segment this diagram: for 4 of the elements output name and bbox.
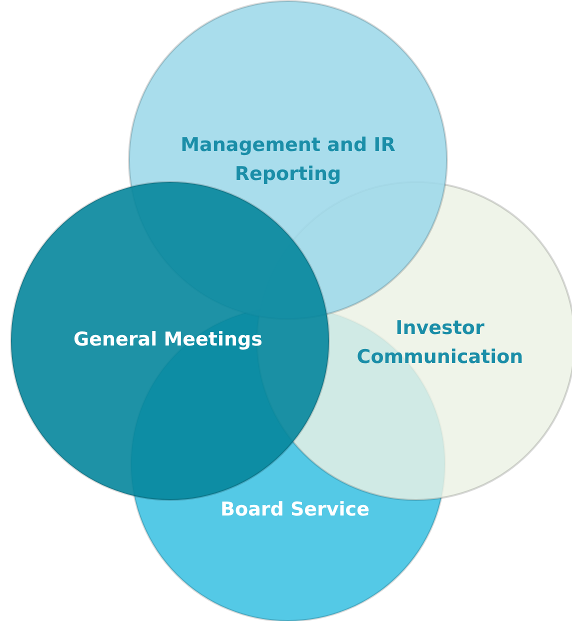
circle-label: Management and IR Reporting (180, 133, 396, 187)
circle-label: Investor Communication (356, 316, 524, 370)
circle-label: General Meetings (72, 328, 264, 352)
circle-label: Board Service (220, 498, 370, 522)
